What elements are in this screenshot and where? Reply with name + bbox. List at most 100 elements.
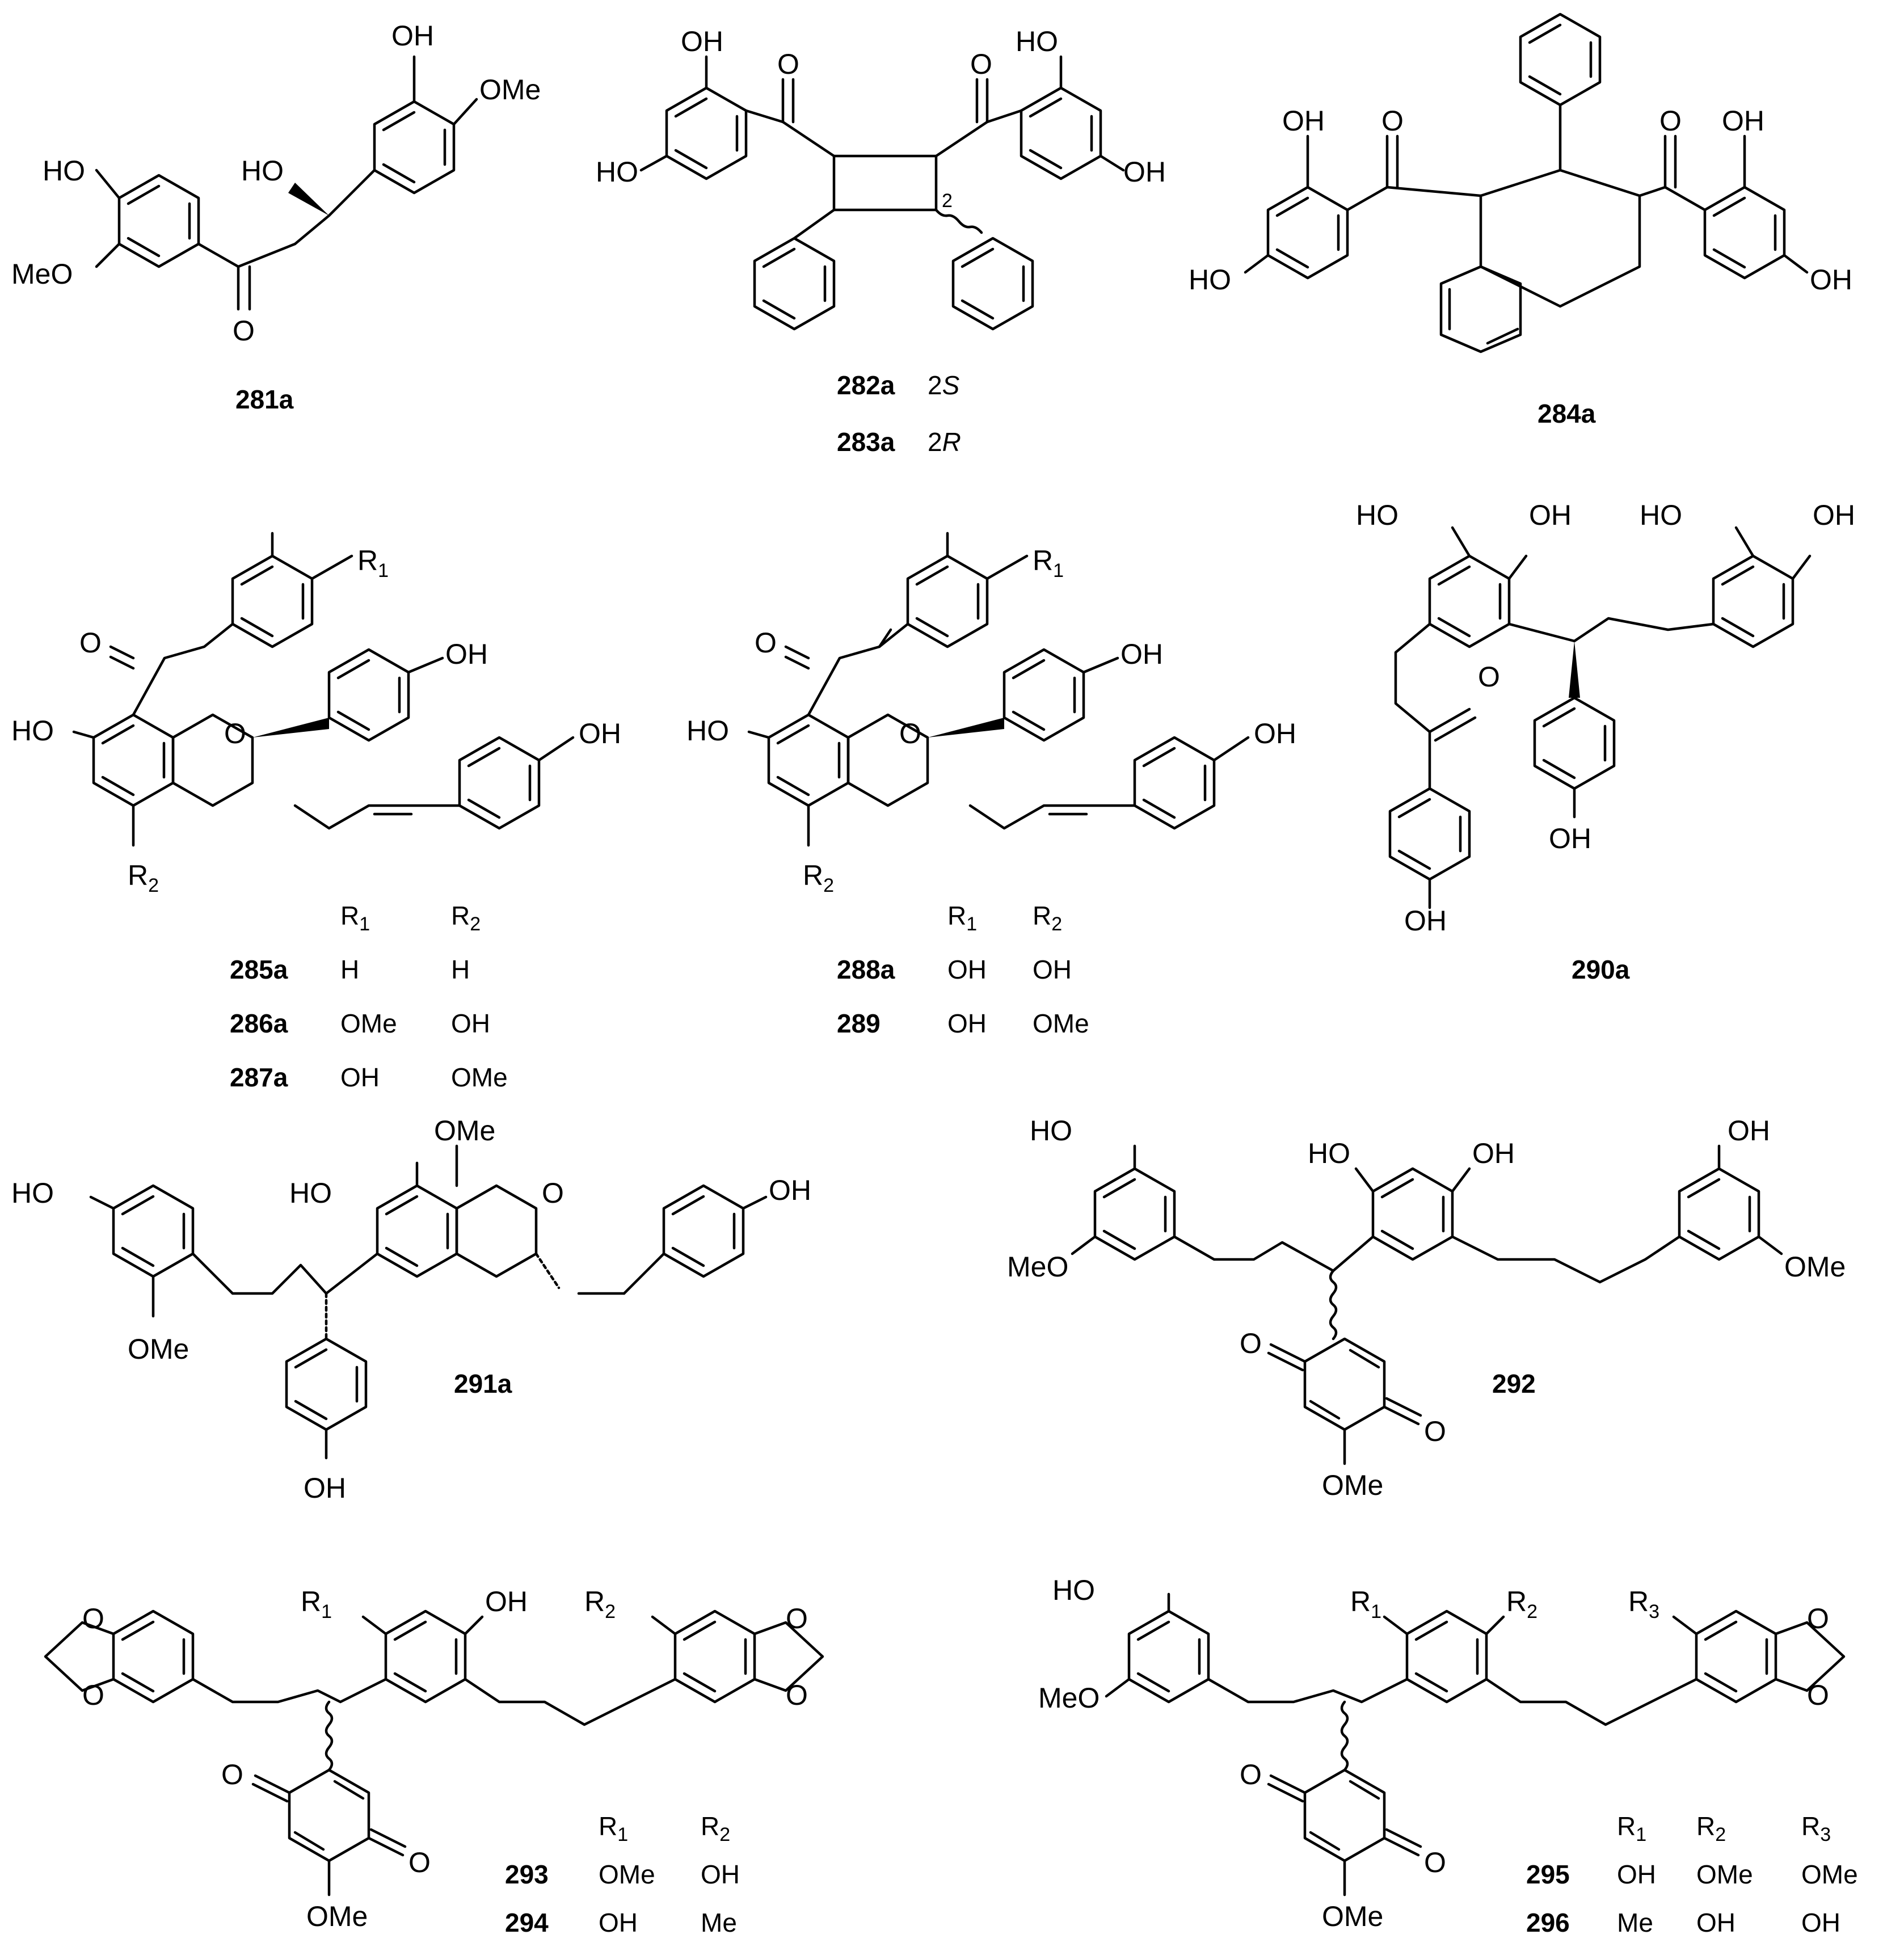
column-header-r2: R2 (451, 901, 481, 935)
atom-label: OH (1282, 105, 1325, 137)
atom-label: O (1478, 661, 1500, 693)
atom-label: O (786, 1679, 808, 1711)
table-cell: OH (1801, 1908, 1840, 1937)
atom-label: O (224, 718, 246, 749)
atom-label: R2 (803, 859, 834, 896)
atom-label: HO (1356, 499, 1398, 531)
atom-label: OH (1254, 718, 1296, 749)
atom-label: OH (1121, 638, 1163, 670)
atom-label: O (899, 718, 921, 749)
atom-label: HO (1640, 499, 1682, 531)
atom-label: R2 (1506, 1586, 1537, 1622)
atom-label: O (1240, 1328, 1262, 1359)
atom-label: O (233, 315, 255, 347)
atom-label: MeO (1038, 1682, 1100, 1714)
atom-label: HO (11, 1177, 54, 1209)
atom-label: O (221, 1759, 243, 1790)
atom-label: OMe (479, 74, 541, 106)
atom-label: O (970, 48, 992, 80)
table-cell: Me (701, 1908, 737, 1937)
atom-label: OH (445, 638, 488, 670)
stereo-locant: 2 (942, 190, 953, 212)
table-cell: OH (599, 1908, 638, 1937)
atom-label: OH (769, 1174, 811, 1206)
structure-285a-287a: R1 O HO O OH OH R2 R1 R2 285a H H 286a O… (11, 532, 621, 1092)
atom-label: OMe (1784, 1251, 1846, 1283)
atom-label: OH (1549, 823, 1591, 854)
structure-290a: HO OH HO OH O OH OH 290a (1356, 499, 1855, 984)
column-header-r1: R1 (599, 1811, 628, 1845)
atom-label: R1 (1350, 1586, 1381, 1622)
table-cell: OH (1033, 955, 1072, 984)
atom-label: O (82, 1603, 104, 1634)
atom-label: OMe (128, 1333, 189, 1365)
compound-id-285a: 285a (230, 955, 288, 984)
compound-id-284a: 284a (1537, 399, 1596, 428)
atom-label: OH (304, 1472, 346, 1504)
table-cell: OH (340, 1063, 380, 1092)
atom-label: OH (1472, 1137, 1515, 1169)
atom-label: R3 (1628, 1586, 1659, 1622)
table-cell: H (451, 955, 470, 984)
atom-label: O (1659, 105, 1682, 137)
atom-label: OMe (1322, 1469, 1383, 1501)
table-cell: OH (947, 955, 987, 984)
table-cell: OH (1617, 1860, 1656, 1889)
compound-id-281a: 281a (235, 385, 294, 414)
atom-label: O (408, 1847, 431, 1878)
column-header-r1: R1 (947, 901, 977, 935)
structure-284a: O O OH HO OH OH 284a (1189, 12, 1852, 428)
atom-label: OH (1728, 1115, 1770, 1147)
atom-label: R2 (584, 1586, 616, 1622)
atom-label: O (82, 1679, 104, 1711)
column-header-r2: R2 (701, 1811, 730, 1845)
table-cell: OH (947, 1009, 987, 1038)
atom-label: OMe (434, 1115, 495, 1147)
compound-id-291a: 291a (454, 1369, 512, 1398)
atom-label: O (1240, 1759, 1262, 1790)
atom-label: OH (681, 26, 723, 57)
stereo-label: 2S (928, 370, 960, 400)
table-cell: OMe (1696, 1860, 1753, 1889)
stereo-label: 2R (928, 427, 961, 457)
column-header-r2: R2 (1033, 901, 1062, 935)
compound-id-294: 294 (505, 1908, 549, 1937)
atom-label: HO (596, 156, 638, 188)
table-cell: OH (451, 1009, 490, 1038)
compound-id-290a: 290a (1572, 955, 1630, 984)
atom-label: OH (1123, 156, 1166, 188)
atom-label: R1 (1033, 545, 1064, 581)
structure-288a-289: R1 O HO O OH OH R2 R1 R2 288a OH OH 289 … (686, 532, 1296, 1038)
structure-282a-283a: OH HO O O HO OH 2 282a 2S 283a 2R (596, 26, 1166, 457)
compound-id-296: 296 (1526, 1908, 1570, 1937)
atom-label: OH (485, 1586, 528, 1617)
atom-label: HO (1030, 1115, 1072, 1147)
atom-label: OH (1722, 105, 1764, 137)
atom-label: OH (1529, 499, 1572, 531)
atom-label: OMe (1322, 1900, 1383, 1932)
atom-label: HO (1189, 264, 1231, 296)
atom-label: HO (289, 1177, 332, 1209)
column-header-r1: R1 (340, 901, 370, 935)
compound-id-293: 293 (505, 1860, 549, 1889)
atom-label: OH (1813, 499, 1855, 531)
table-cell: OMe (599, 1860, 655, 1889)
atom-label: O (1424, 1847, 1446, 1878)
atom-label: OH (579, 718, 621, 749)
compound-id-289: 289 (837, 1009, 881, 1038)
column-header-r2: R2 (1696, 1811, 1726, 1845)
compound-id-283a: 283a (837, 427, 895, 457)
compound-id-295: 295 (1526, 1860, 1570, 1889)
atom-label: HO (1016, 26, 1058, 57)
atom-label: HO (11, 715, 54, 747)
atom-label: HO (1308, 1137, 1350, 1169)
atom-label: HO (43, 155, 85, 187)
table-cell: OMe (451, 1063, 508, 1092)
column-header-r3: R3 (1801, 1811, 1831, 1845)
table-cell: OMe (1033, 1009, 1089, 1038)
atom-label: OH (391, 20, 434, 52)
table-cell: H (340, 955, 359, 984)
atom-label: O (79, 627, 102, 659)
atom-label: O (777, 48, 799, 80)
